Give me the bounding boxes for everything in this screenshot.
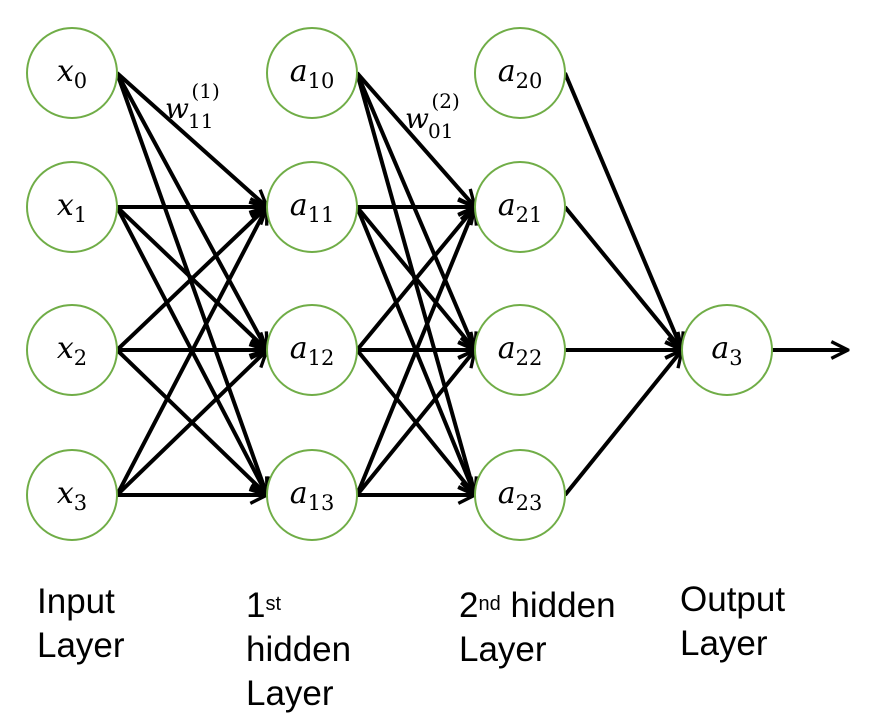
node-x0: x0	[26, 27, 118, 119]
node-label: x0	[57, 54, 87, 93]
hidden1-layer-label-line2: hidden	[246, 630, 352, 669]
node-circle	[474, 449, 566, 541]
hidden2-layer-label-line2: Layer	[459, 630, 547, 669]
weight-label-w11-1: w11(1)	[165, 79, 220, 133]
edge-x0-to-a12	[115, 72, 267, 350]
edge-a10-to-a21	[355, 71, 475, 207]
node-circle	[26, 161, 118, 253]
node-circle	[26, 449, 118, 541]
edge-x3-to-a12	[115, 350, 267, 497]
edge-a10-to-a22	[355, 72, 475, 350]
node-circle	[474, 161, 566, 253]
nodes-group: x0 x1 x2 x3 a10 a11 a12 a13 a20 a21 a22 a23 a3	[26, 27, 773, 541]
output-layer-label-line1: Output	[680, 580, 786, 619]
node-a22: a22	[474, 304, 566, 396]
node-label: a21	[498, 188, 543, 227]
input-layer-label-line1: Input	[37, 582, 115, 621]
node-a3: a3	[681, 304, 773, 396]
node-circle	[474, 304, 566, 396]
node-label: a23	[498, 476, 543, 515]
edge-a13-to-a21	[355, 207, 475, 496]
node-label: x3	[57, 476, 87, 515]
node-label: a11	[290, 188, 335, 227]
output-layer-label: Output Layer	[680, 578, 785, 666]
hidden2-layer-label: 2nd hidden Layer	[459, 584, 616, 672]
node-a23: a23	[474, 449, 566, 541]
hidden1-layer-label: 1st hidden Layer	[246, 584, 351, 716]
node-x3: x3	[26, 449, 118, 541]
edge-a23-to-a3	[563, 350, 682, 497]
node-circle	[266, 449, 358, 541]
node-a21: a21	[474, 161, 566, 253]
edge-a10-to-a23	[355, 72, 475, 495]
node-a13: a13	[266, 449, 358, 541]
node-circle	[26, 304, 118, 396]
edge-x0-to-a13	[115, 72, 267, 495]
edge-x3-to-a11	[115, 207, 269, 496]
node-circle	[266, 161, 358, 253]
node-label: x2	[57, 331, 87, 370]
node-circle	[266, 27, 358, 119]
weight-label-w01-2: w01(2)	[405, 89, 460, 143]
edge-x0-to-a11	[115, 71, 267, 207]
node-label: a22	[498, 331, 543, 370]
node-label: a12	[290, 331, 335, 370]
node-a10: a10	[266, 27, 358, 119]
hidden1-layer-label-line3: Layer	[246, 674, 334, 713]
node-label: a3	[711, 331, 742, 370]
node-label: a13	[290, 476, 335, 515]
node-a20: a20	[474, 27, 566, 119]
node-a11: a11	[266, 161, 358, 253]
edge-a21-to-a3	[563, 205, 682, 350]
node-label: a20	[498, 54, 543, 93]
node-label: x1	[57, 188, 87, 227]
weights-group: w11(1) w01(2)	[165, 79, 460, 143]
edge-a12-to-a21	[355, 207, 475, 352]
node-a12: a12	[266, 304, 358, 396]
edge-a13-to-a22	[355, 350, 475, 497]
node-x2: x2	[26, 304, 118, 396]
node-circle	[266, 304, 358, 396]
edge-a20-to-a3	[563, 72, 682, 350]
node-circle	[681, 304, 773, 396]
node-circle	[474, 27, 566, 119]
edges-group	[115, 71, 848, 497]
hidden2-layer-label-line1: 2nd hidden	[459, 586, 616, 625]
node-x1: x1	[26, 161, 118, 253]
input-layer-label: Input Layer	[37, 580, 125, 668]
node-circle	[26, 27, 118, 119]
input-layer-label-line2: Layer	[37, 626, 125, 665]
output-layer-label-line2: Layer	[680, 624, 768, 663]
edge-x2-to-a11	[115, 207, 267, 352]
hidden1-layer-label-line1: 1st	[246, 586, 282, 625]
node-label: a10	[290, 54, 335, 93]
